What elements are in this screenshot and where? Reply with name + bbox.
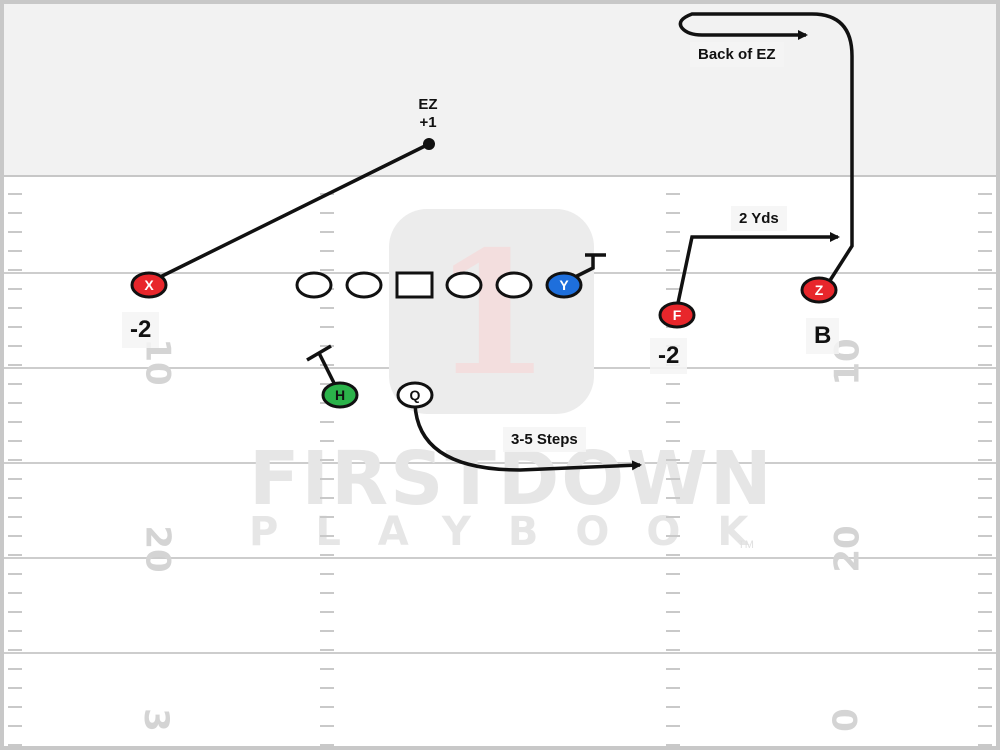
yard-line: [4, 557, 996, 559]
player-h: H: [321, 381, 359, 409]
x-depth-label: -2: [122, 312, 160, 348]
watermark-logo: 1: [389, 209, 594, 414]
left-tackle: [295, 271, 333, 299]
right-tackle: [495, 271, 533, 299]
ez-label-line1: EZ: [418, 96, 438, 113]
right-guard: [445, 271, 483, 299]
player-x-label: X: [144, 277, 154, 293]
player-z-label: Z: [815, 282, 824, 298]
watermark-tm: TM: [738, 539, 754, 551]
yard-line: [4, 462, 996, 464]
back-of-ez-label: Back of EZ: [690, 42, 784, 67]
left-guard: [345, 271, 383, 299]
y-block: [572, 253, 606, 280]
f-depth-label: -2: [650, 338, 688, 374]
player-q: Q: [396, 381, 434, 409]
z-tag-label: B: [806, 318, 840, 354]
center: [395, 271, 434, 299]
x-route: [151, 142, 430, 283]
player-y: Y: [545, 271, 583, 299]
player-h-label: H: [335, 387, 345, 403]
player-f-label: F: [673, 307, 682, 323]
two-yards-label: 2 Yds: [731, 206, 787, 231]
logo-glyph: 1: [432, 214, 551, 414]
f-route: [676, 232, 840, 304]
ez-label: EZ +1: [410, 96, 446, 132]
player-y-label: Y: [559, 277, 569, 293]
ez-label-line2: +1: [419, 114, 437, 131]
steps-label: 3-5 Steps: [503, 427, 586, 452]
end-zone: [4, 4, 996, 177]
player-q-label: Q: [410, 387, 421, 403]
player-f: F: [658, 301, 696, 329]
hash-marks: [8, 193, 992, 746]
z-route: [678, 12, 854, 283]
x-route-endpoint: [423, 138, 435, 150]
yard-line: [4, 652, 996, 654]
h-block: [306, 344, 336, 384]
player-x: X: [130, 271, 168, 299]
q-dropback: [413, 403, 642, 472]
player-z: Z: [800, 276, 838, 304]
